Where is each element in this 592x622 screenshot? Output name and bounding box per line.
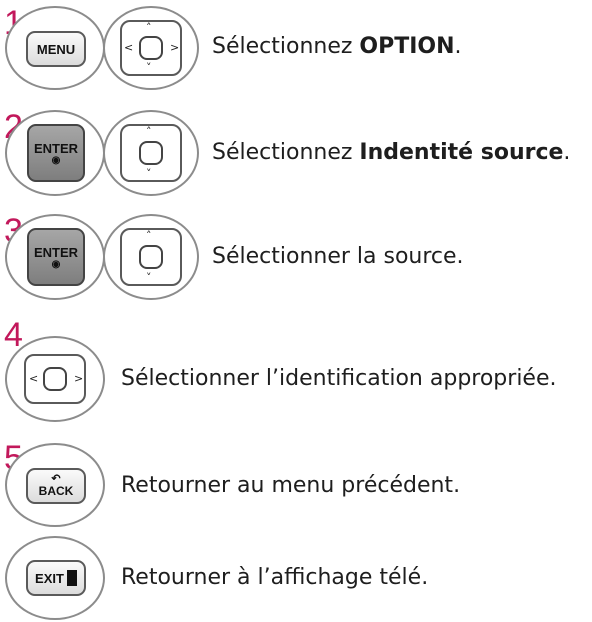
dpad-left-arrow-icon[interactable]: < [124, 41, 134, 54]
step-4-text: Sélectionner l’identification appropriée… [121, 366, 557, 391]
leftright-ok-button[interactable] [43, 367, 67, 391]
step-5-text: Retourner au menu précédent. [121, 473, 461, 498]
exit-button[interactable]: EXIT [26, 560, 86, 596]
updown-icon[interactable]: ˄ ˅ [120, 228, 182, 286]
down-arrow-icon[interactable]: ˅ [146, 271, 152, 284]
dpad-icon[interactable]: ˄ ˅ < > [120, 20, 182, 76]
enter-dot-icon: ◉ [51, 154, 61, 166]
back-button-label: BACK [38, 484, 74, 498]
updown-icon[interactable]: ˄ ˅ [120, 124, 182, 182]
updown-ring [120, 124, 182, 182]
dpad-right-arrow-icon[interactable]: > [170, 41, 180, 54]
updown-ok-button[interactable] [139, 141, 163, 165]
dpad-ring [120, 20, 182, 76]
back-arrow-icon: ↶ [51, 473, 61, 485]
updown-ring [120, 228, 182, 286]
updown-ok-button[interactable] [139, 245, 163, 269]
step-1-text: Sélectionnez OPTION. [212, 34, 462, 59]
up-arrow-icon[interactable]: ˄ [146, 229, 152, 242]
left-arrow-icon[interactable]: < [29, 372, 39, 385]
up-arrow-icon[interactable]: ˄ [146, 125, 152, 138]
step-exit-text: Retourner à l’affichage télé. [121, 565, 429, 590]
door-icon [66, 570, 77, 586]
enter-button-label: ENTER [33, 140, 79, 156]
back-button[interactable]: ↶ BACK [26, 468, 86, 504]
enter-button[interactable]: ENTER ◉ [27, 124, 85, 182]
down-arrow-icon[interactable]: ˅ [146, 167, 152, 180]
step-number-4: 4 [4, 316, 23, 354]
dpad-up-arrow-icon[interactable]: ˄ [146, 21, 152, 34]
enter-button-label: ENTER [33, 244, 79, 260]
menu-button[interactable]: MENU [26, 31, 86, 67]
enter-button[interactable]: ENTER ◉ [27, 228, 85, 286]
dpad-ok-button[interactable] [139, 36, 163, 60]
step-3-text: Sélectionner la source. [212, 244, 464, 269]
dpad-down-arrow-icon[interactable]: ˅ [146, 61, 152, 74]
right-arrow-icon[interactable]: > [74, 372, 84, 385]
leftright-ring [24, 354, 86, 404]
step-2-text: Sélectionnez Indentité source. [212, 140, 571, 165]
enter-dot-icon: ◉ [51, 258, 61, 270]
exit-button-label: EXIT [35, 570, 64, 586]
leftright-icon[interactable]: < > [24, 354, 86, 404]
